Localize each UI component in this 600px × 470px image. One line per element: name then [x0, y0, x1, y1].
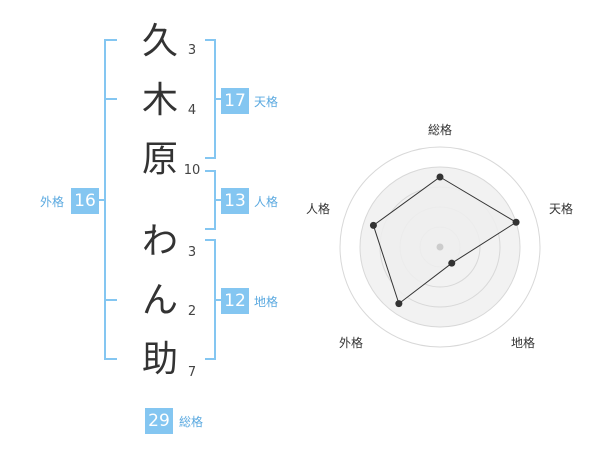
chikaku-badge: 12	[221, 288, 249, 314]
radar-axis-label-gaikaku: 外格	[339, 336, 364, 350]
name-char-4: わ	[141, 221, 178, 262]
name-char-2: 木	[141, 80, 178, 121]
stroke-count-4: 3	[187, 245, 197, 260]
name-char-6: 助	[141, 339, 178, 380]
stroke-count-5: 2	[187, 304, 197, 319]
gaikaku-badge: 16	[71, 188, 99, 214]
gaikaku-label: 外格	[40, 195, 65, 209]
radar-point-3	[448, 259, 456, 267]
radar-point-2	[512, 218, 520, 226]
name-char-1: 久	[141, 21, 178, 62]
chikaku-label: 地格	[254, 295, 279, 309]
jinkaku-badge: 13	[221, 188, 249, 214]
stroke-count-3: 10	[183, 163, 201, 178]
radar-ring-4	[359, 166, 521, 328]
soukaku-label: 総格	[179, 415, 204, 429]
radar-axis-label-chikaku: 地格	[511, 336, 536, 350]
soukaku-badge: 29	[145, 408, 173, 434]
stroke-count-6: 7	[187, 365, 197, 380]
radar-ring-5	[339, 146, 541, 348]
jinkaku-label: 人格	[254, 195, 279, 209]
stroke-count-1: 3	[187, 43, 197, 58]
radar-point-5	[369, 221, 377, 229]
radar-center-dot	[436, 243, 444, 251]
tenkaku-badge: 17	[221, 88, 249, 114]
radar-axis-label-soukaku: 総格	[428, 123, 453, 137]
stroke-count-2: 4	[187, 103, 197, 118]
radar-polygon	[372, 176, 518, 305]
radar-axis-label-tenkaku: 天格	[549, 202, 574, 216]
radar-axis-label-jinkaku: 人格	[306, 202, 331, 216]
radar-point-1	[436, 173, 444, 181]
name-char-5: ん	[141, 280, 178, 321]
tenkaku-label: 天格	[254, 95, 279, 109]
name-char-3: 原	[141, 139, 178, 180]
radar-point-4	[395, 300, 403, 308]
